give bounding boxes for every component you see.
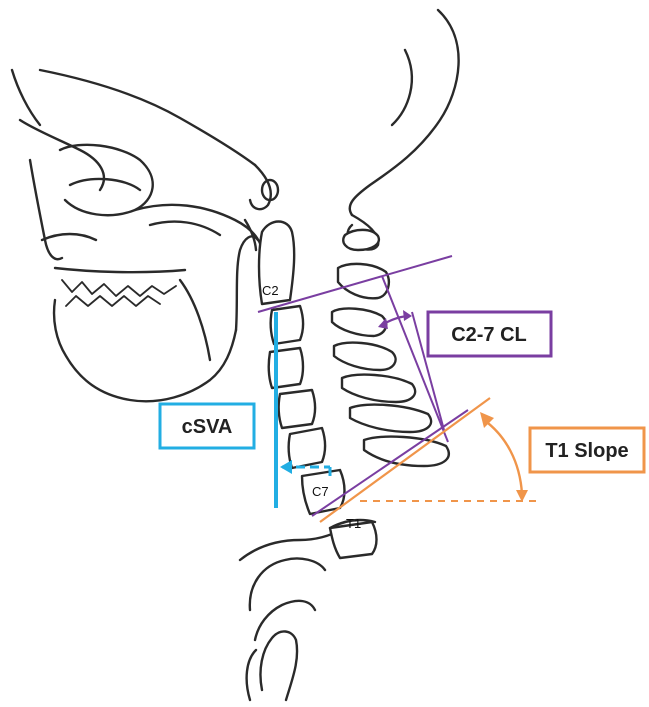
c6-body (289, 428, 325, 468)
csva-box-label: cSVA (182, 416, 233, 438)
c4-spinous (334, 343, 396, 370)
c2-label: C2 (262, 283, 279, 298)
t1-slope-angle-arrow (484, 420, 522, 494)
t1-slope-box-label: T1 Slope (545, 440, 628, 462)
t1-label: T1 (346, 516, 361, 531)
c6-spinous (350, 405, 431, 432)
c7-label: C7 (312, 484, 329, 499)
c2-7-cl-box-label: C2-7 CL (451, 324, 527, 346)
vertebral-column (259, 222, 449, 559)
t1-slope-box: T1 Slope (530, 428, 644, 472)
c5-spinous (342, 375, 415, 402)
c5-body (279, 390, 315, 428)
c3-spinous (332, 309, 386, 336)
c2-7-cl-box: C2-7 CL (428, 312, 551, 356)
skull-sketch (12, 10, 459, 401)
csva-box: cSVA (160, 404, 254, 448)
c4-body (269, 348, 303, 388)
c1-arch (343, 230, 379, 250)
